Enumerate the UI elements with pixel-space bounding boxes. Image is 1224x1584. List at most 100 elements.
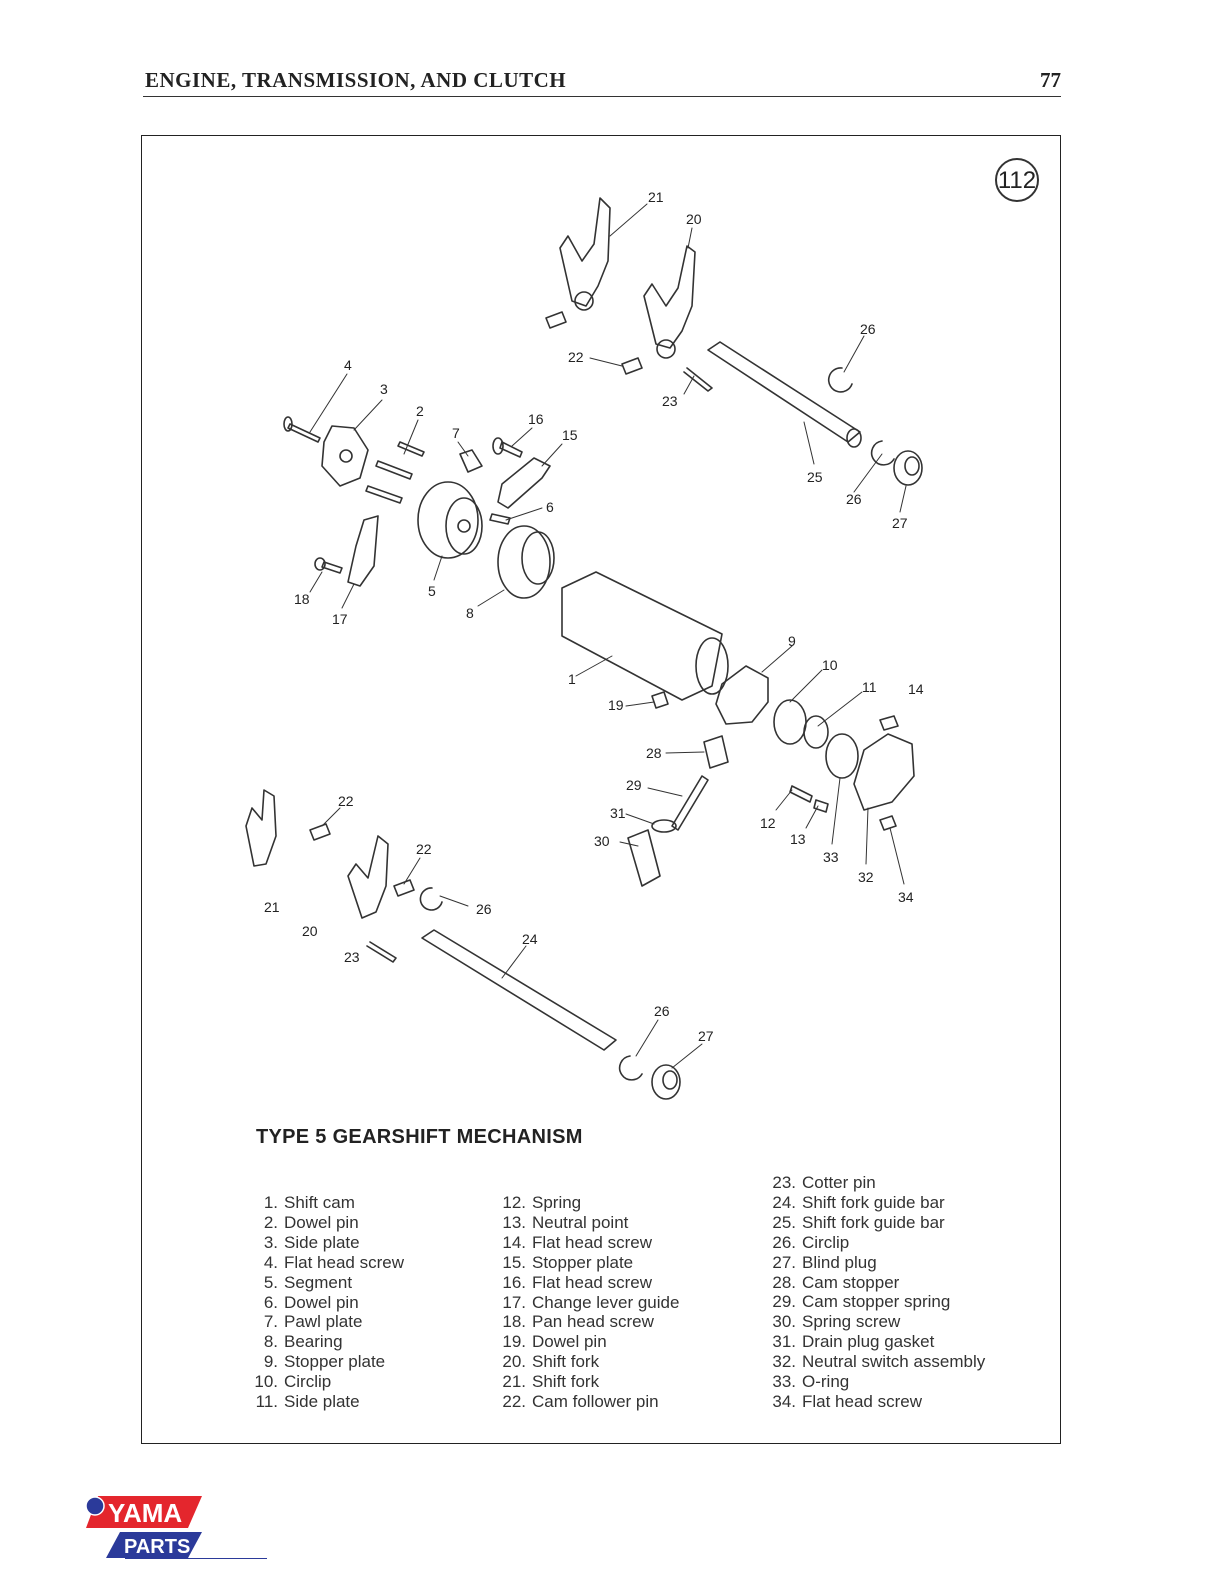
legend-item-number: 24. [772,1192,796,1212]
legend-item: 3.Side plate [244,1233,404,1253]
legend-item-name: Side plate [284,1392,360,1412]
leader-26d [635,1019,659,1057]
legend-item-number: 28. [772,1272,796,1292]
callout-5: 5 [428,583,436,599]
legend-item-name: Cotter pin [802,1173,876,1192]
legend-item-name: Flat head screw [284,1252,404,1272]
legend-item: 30.Spring screw [762,1312,985,1332]
leader-28 [665,751,705,754]
figure-caption: TYPE 5 GEARSHIFT MECHANISM [256,1126,583,1148]
leader-22b [321,807,341,827]
legend-item-name: Bearing [284,1332,343,1352]
callout-7: 7 [452,425,460,441]
legend-item: 15.Stopper plate [492,1253,679,1273]
callout-31: 31 [610,805,626,821]
callout-19: 19 [608,697,624,713]
legend-item: 18.Pan head screw [492,1312,679,1332]
callout-26-lower-a: 26 [476,901,492,917]
flat-head-screw-4 [287,423,321,443]
cam-stopper-28 [703,735,729,769]
legend-item-name: Neutral switch assembly [802,1352,986,1372]
legend-item-number: 3. [263,1232,278,1252]
legend-item-name: Pawl plate [284,1312,363,1332]
leader-2 [403,419,419,455]
dowel-pin-19 [651,691,669,709]
legend-item-number: 13. [502,1212,526,1232]
callout-32: 32 [858,869,874,885]
neutral-switch-32 [853,733,915,811]
legend-item-number: 8. [263,1332,278,1352]
callout-9: 9 [788,633,796,649]
guide-bar-24 [421,929,617,1051]
circlip-upper-b [870,440,895,466]
circlip-lower-a [419,887,443,911]
legend-item-number: 29. [772,1292,796,1312]
neutral-point-13 [813,799,829,813]
legend-item-name: Stopper plate [532,1252,634,1272]
legend-item-name: Neutral point [532,1212,629,1232]
callout-13: 13 [790,831,806,847]
logo-line2: PARTS [124,1536,190,1558]
legend-item-number: 21. [502,1372,526,1392]
callout-18: 18 [294,591,310,607]
leader-10 [789,669,823,703]
pan-head-screw-18-head [314,557,326,571]
leader-27b [671,1043,703,1069]
cam-follower-pin-lower-b [393,879,415,897]
callout-27-upper: 27 [892,515,908,531]
legend-item-name: Blind plug [802,1252,877,1272]
callout-26-upper-b: 26 [846,491,862,507]
leader-16 [511,427,533,447]
legend-item: 22.Cam follower pin [492,1392,679,1412]
legend-item: 11.Side plate [244,1392,404,1412]
leader-32 [865,807,869,865]
legend-item: 25.Shift fork guide bar [762,1213,985,1233]
leader-26b [853,453,883,493]
pawl-plate-7 [459,449,483,473]
shift-fork-lower-20 [347,835,389,919]
dowel-pin-2c [397,441,425,457]
side-plate-3 [321,425,369,487]
logo-blue-band [106,1532,202,1558]
figure-frame: 112 21 20 26 22 23 25 26 27 4 3 2 7 16 1… [141,135,1061,1444]
tuning-fork-emblem-icon [85,1496,105,1516]
leader-1 [575,655,613,677]
leader-24 [501,945,527,979]
leader-4 [309,373,348,433]
legend-item-name: Dowel pin [284,1292,359,1312]
legend-item-number: 32. [772,1352,796,1372]
legend-item-name: Dowel pin [532,1332,607,1352]
flat-head-screw-4-head [283,416,293,432]
shift-fork-upper-20-boss [656,339,676,359]
dowel-pin-2b [365,485,403,504]
cam-stopper-spring-29 [671,775,709,831]
circlip-10 [773,699,807,745]
legend-item-name: Circlip [284,1372,332,1392]
leader-20a [687,227,693,249]
legend-item: 23.Cotter pin [762,1173,985,1193]
legend-item-number: 10. [254,1372,278,1392]
legend-item: 12.Spring [492,1193,679,1213]
callout-30: 30 [594,833,610,849]
legend-item-name: Shift fork guide bar [802,1212,945,1232]
legend-item-name: Spring [532,1193,582,1212]
legend-item: 7.Pawl plate [244,1312,404,1332]
dowel-pin-6 [489,513,511,525]
leader-11 [817,691,863,727]
leader-17 [341,583,355,609]
legend-item: 27.Blind plug [762,1253,985,1273]
callout-14: 14 [908,681,924,697]
legend-item-name: Flat head screw [802,1391,922,1411]
circlip-lower-b [618,1055,643,1081]
legend-item-name: Flat head screw [532,1272,652,1292]
leader-29 [647,787,683,797]
leader-27a [899,485,907,513]
callout-26-lower-b: 26 [654,1003,670,1019]
leader-34 [889,827,905,885]
callout-21-upper: 21 [648,189,664,205]
callout-27-lower: 27 [698,1028,714,1044]
shift-fork-upper-21 [559,197,611,307]
guide-bar-25-end [846,428,862,448]
spring-screw-30 [627,829,661,887]
